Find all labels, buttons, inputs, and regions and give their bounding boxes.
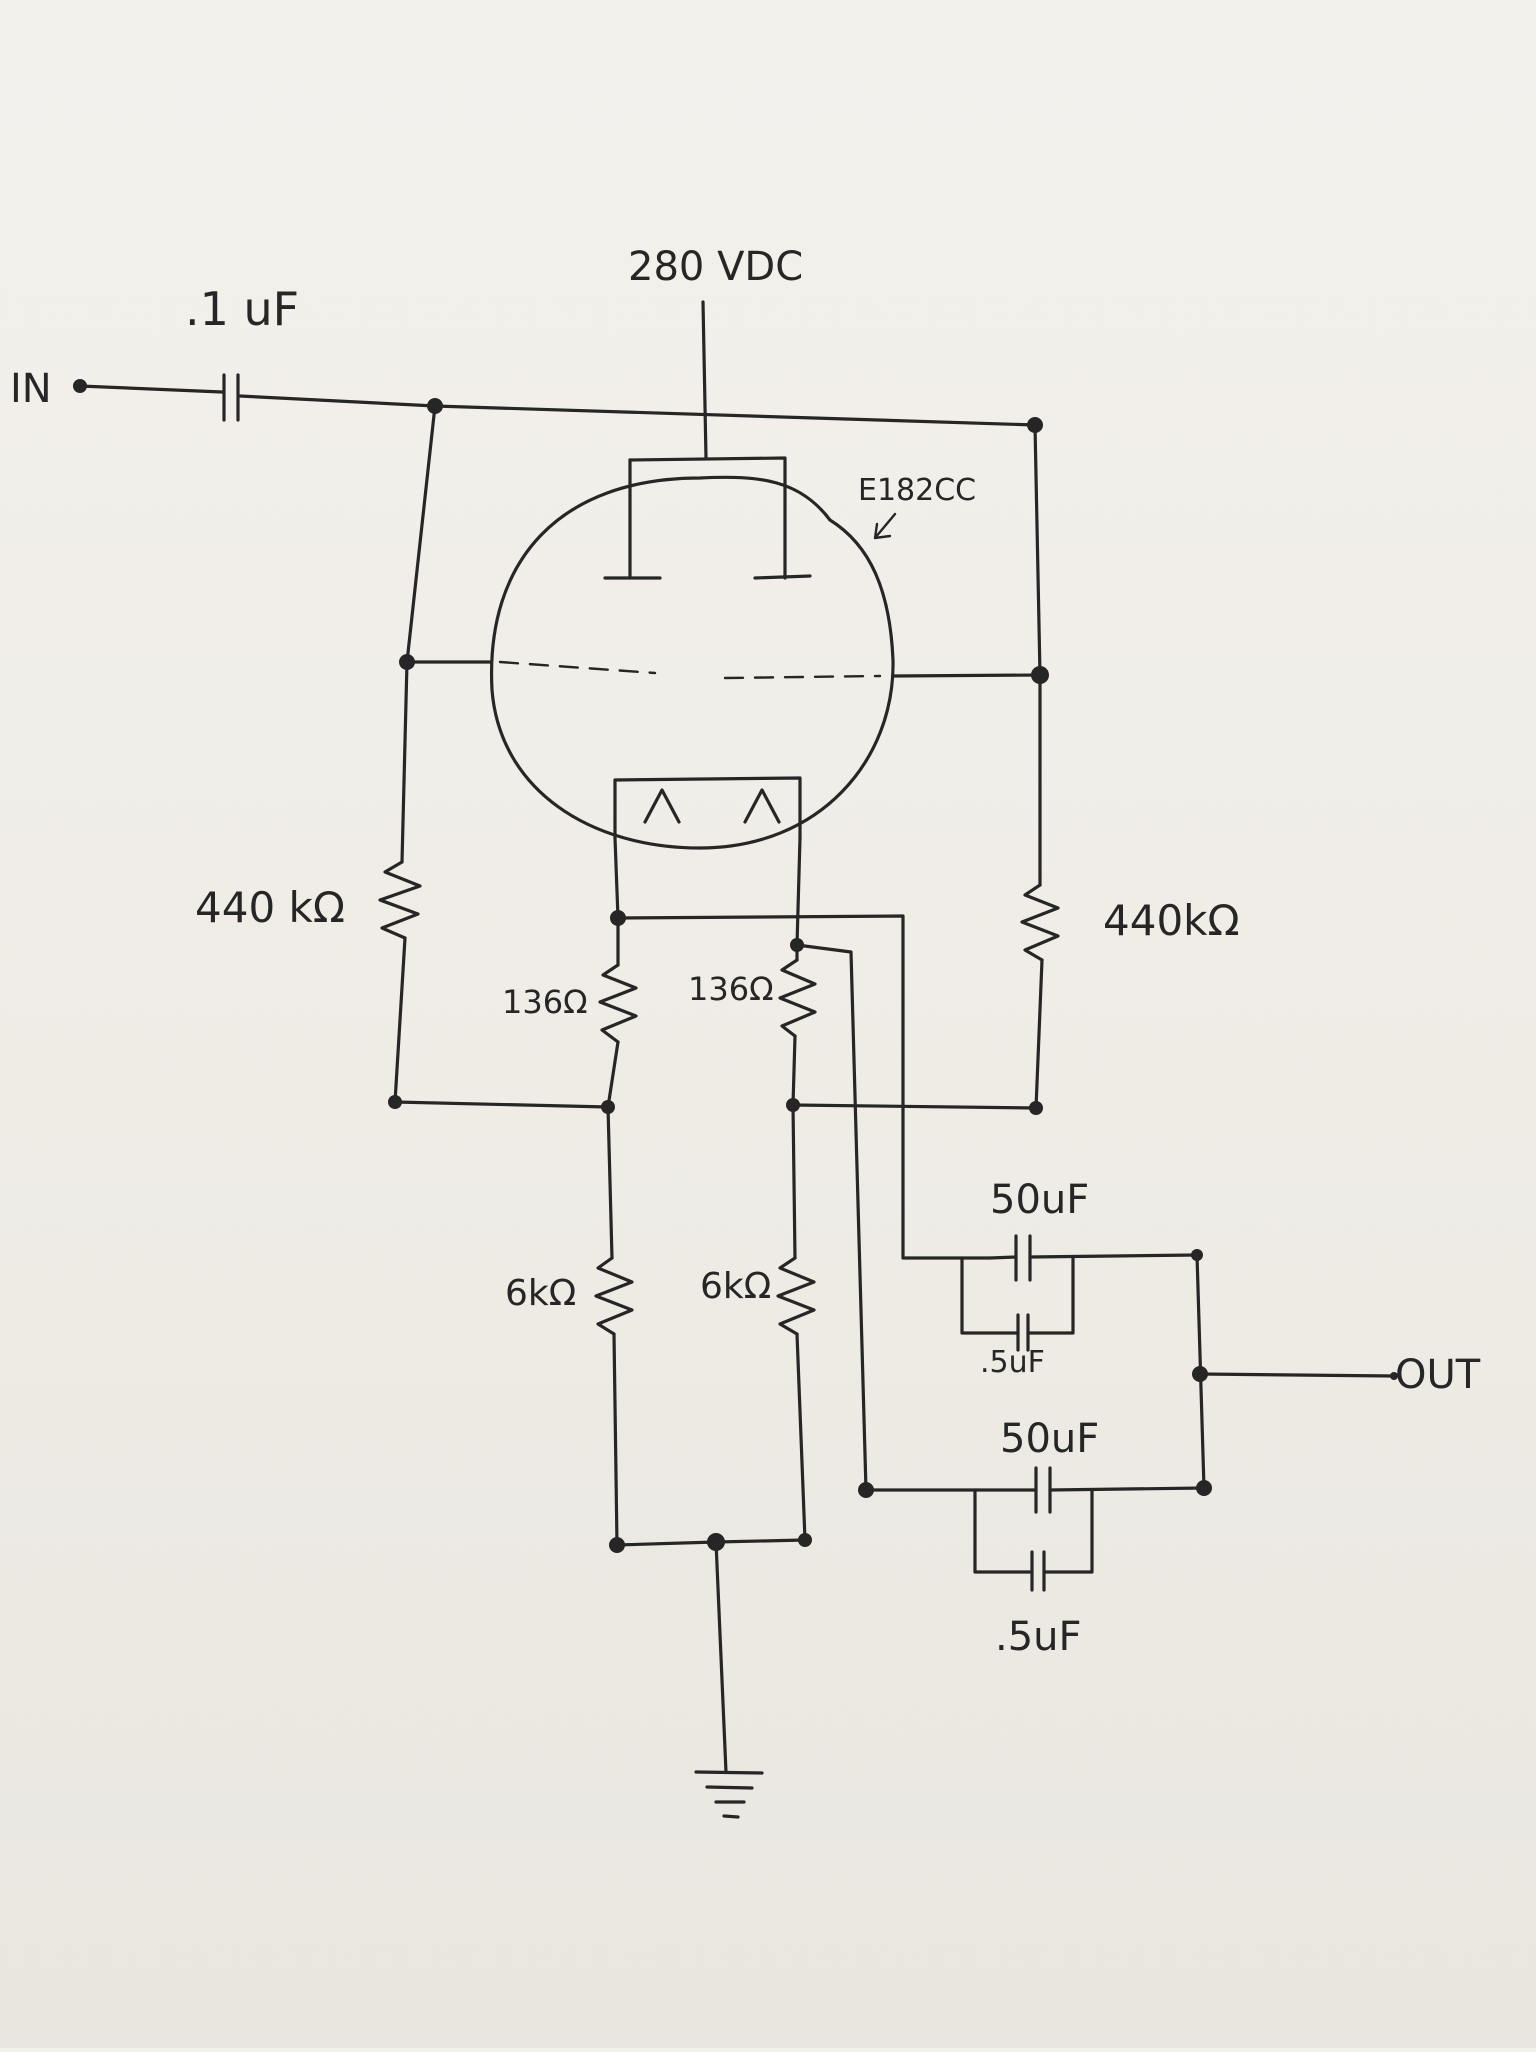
junction-node (1196, 1480, 1212, 1496)
junction-node (707, 1533, 725, 1551)
capacitor-lower-bypass-label: .5uF (995, 1614, 1082, 1660)
cathode-resistor-left-label: 136Ω (502, 983, 588, 1021)
input-capacitor-label: .1 uF (185, 282, 299, 336)
output-wiring (1195, 1253, 1396, 1490)
grid-resistor-right-label: 440kΩ (1103, 896, 1240, 945)
grid-resistor-left-label: 440 kΩ (195, 883, 345, 932)
junction-node (388, 1095, 402, 1109)
tube-type-label: E182CC (858, 473, 976, 508)
lower-output-capacitor (864, 1466, 1206, 1592)
junction-node (601, 1100, 615, 1114)
output-label: OUT (1395, 1352, 1481, 1398)
capacitor-upper-bypass-label: .5uF (980, 1345, 1045, 1380)
supply-wire (701, 300, 708, 460)
junction-node (790, 938, 804, 952)
junction-node (858, 1482, 874, 1498)
bias-resistor-right-label: 6kΩ (700, 1266, 771, 1307)
vacuum-tube-e182cc (489, 456, 897, 850)
bias-resistor-left-label: 6kΩ (505, 1273, 576, 1314)
junction-node (786, 1098, 800, 1112)
junction-node (1031, 666, 1049, 684)
ground-symbol (615, 1538, 807, 1819)
right-grid-branch (791, 423, 1060, 1110)
junction-node (1029, 1101, 1043, 1115)
junction-node (609, 1537, 625, 1553)
capacitor-lower-label: 50uF (1000, 1416, 1099, 1462)
input-capacitor-symbol (222, 373, 240, 422)
right-cathode-network (776, 836, 868, 1542)
junction-node (610, 910, 626, 926)
cathode-resistor-right-label: 136Ω (688, 970, 774, 1008)
input-label: IN (10, 366, 52, 412)
supply-voltage-label: 280 VDC (628, 244, 803, 290)
junction-node (798, 1533, 812, 1547)
capacitor-upper-label: 50uF (990, 1177, 1089, 1223)
input-wiring (73, 379, 1037, 427)
junction-node (1192, 1366, 1208, 1382)
junction-node (399, 654, 415, 670)
junction-node (1191, 1249, 1203, 1261)
upper-output-capacitor (960, 1234, 1199, 1352)
left-grid-branch (378, 404, 610, 1109)
left-cathode-network (594, 836, 992, 1547)
output-terminal (1390, 1372, 1398, 1380)
